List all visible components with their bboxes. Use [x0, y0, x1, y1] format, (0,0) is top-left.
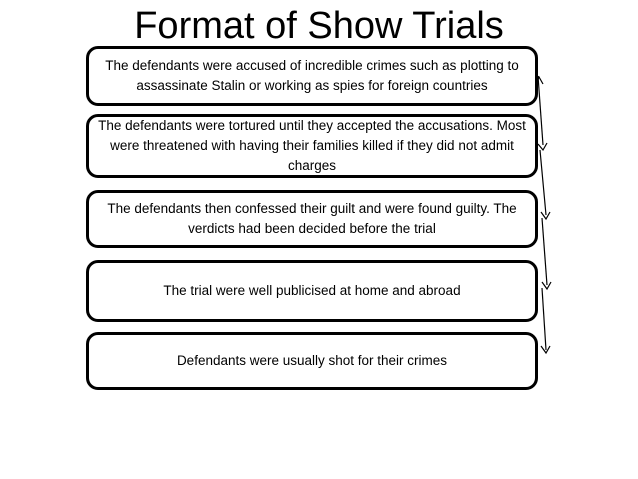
connector-line-3	[541, 217, 548, 286]
step-text-1: The defendants were accused of incredibl…	[105, 58, 519, 93]
diagram-title: Format of Show Trials	[134, 5, 504, 47]
connector-line-4	[541, 287, 547, 351]
connector-line-2	[539, 149, 547, 216]
connector-line-1	[537, 75, 544, 146]
step-text-3: The defendants then confessed their guil…	[107, 201, 517, 236]
step-box-3: The defendants then confessed their guil…	[86, 190, 538, 248]
connector-arrowhead-1	[537, 142, 548, 152]
step-text-2: The defendants were tortured until they …	[98, 118, 526, 173]
step-text-4: The trial were well publicised at home a…	[163, 283, 461, 298]
step-box-4: The trial were well publicised at home a…	[86, 260, 538, 322]
step-box-2: The defendants were tortured until they …	[86, 114, 538, 178]
connector-arrowhead-4	[540, 345, 551, 355]
connector-arrowhead-3	[541, 281, 552, 291]
step-box-1: The defendants were accused of incredibl…	[86, 46, 538, 106]
step-text-5: Defendants were usually shot for their c…	[176, 353, 448, 368]
step-box-5: Defendants were usually shot for their c…	[86, 332, 538, 390]
connector-arrowhead-2	[540, 211, 551, 221]
